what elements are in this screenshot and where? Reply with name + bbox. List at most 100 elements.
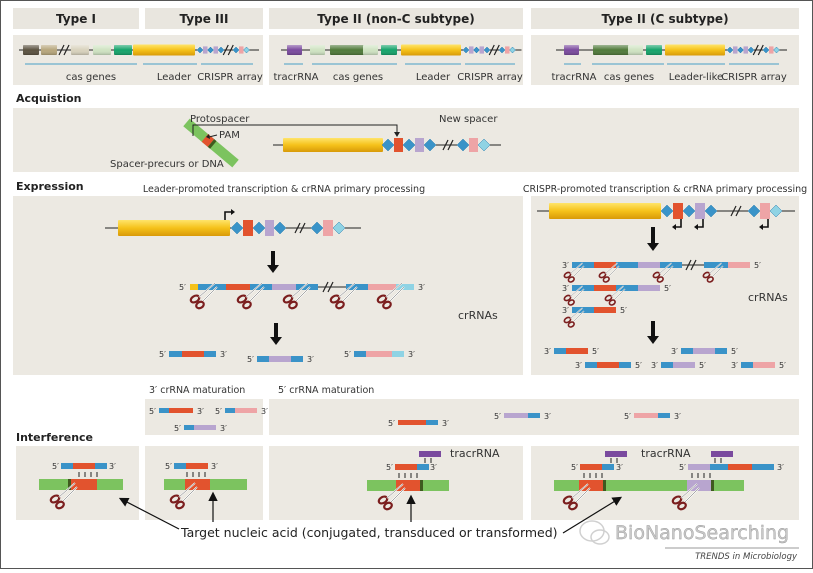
repeat-diamond bbox=[273, 221, 287, 235]
target-pointer-arrow bbox=[118, 497, 180, 530]
scissors-icon bbox=[329, 282, 358, 310]
crispr-array-type-i-spacer bbox=[203, 46, 208, 54]
pam-label: PAM bbox=[219, 130, 240, 141]
scissors-blade-edge bbox=[58, 482, 78, 502]
three-prime-label: 3′ bbox=[575, 361, 582, 370]
crispr-array-type-ii-c-break-2 bbox=[757, 44, 764, 56]
cas-gene-shade bbox=[593, 45, 629, 55]
scissors-blade-edge bbox=[680, 483, 700, 503]
scissors-blade-edge bbox=[338, 282, 358, 302]
scissors-handle bbox=[382, 300, 392, 310]
label-tracrrna-type-ii: tracrRNA bbox=[273, 72, 318, 83]
crrnas-label-right: crRNAs bbox=[748, 291, 788, 304]
tracrrna-gene-shade bbox=[287, 45, 302, 55]
five-prime-label: 5′ bbox=[159, 350, 166, 359]
protospacer-arrow-head bbox=[394, 132, 400, 137]
repeat-diamond bbox=[477, 138, 491, 152]
break-mark bbox=[730, 205, 737, 217]
spacer-block bbox=[673, 203, 683, 219]
pam-block bbox=[207, 139, 217, 149]
scissors-blade-edge bbox=[611, 285, 626, 300]
crrna-segment bbox=[572, 307, 594, 313]
crispr-promoter-icon-head bbox=[672, 224, 676, 230]
crrna-segment bbox=[235, 408, 257, 413]
pre-crrna-segment bbox=[250, 284, 272, 290]
repeat-diamond bbox=[423, 138, 437, 152]
scissors-blade-edge bbox=[178, 482, 198, 502]
five-prime-label: 5′ bbox=[247, 355, 254, 364]
crispr-array-type-i-break bbox=[222, 44, 229, 56]
locus-break-2 bbox=[63, 44, 70, 56]
three-prime-label: 3′ bbox=[442, 419, 449, 428]
section-acquisition-title: Acquistion bbox=[16, 92, 81, 105]
new-spacer-block bbox=[394, 138, 403, 152]
crrna-segment bbox=[554, 348, 566, 354]
header-type-iii bbox=[145, 8, 263, 29]
scissors-blade-edge bbox=[659, 262, 674, 277]
crrna-segment bbox=[638, 262, 660, 268]
scissors-blade-edge bbox=[570, 307, 585, 322]
crrna-segment bbox=[169, 408, 193, 413]
scissors-icon bbox=[562, 483, 591, 511]
five-prime-label: 5′ bbox=[620, 306, 627, 315]
crrna-segment bbox=[354, 351, 366, 357]
tracrrna-bar bbox=[419, 451, 441, 457]
protospacer-to-spacer-arrow bbox=[192, 124, 398, 136]
processing-arrow bbox=[651, 227, 655, 244]
leader-type-i bbox=[133, 44, 195, 56]
crrna-segment bbox=[182, 351, 204, 357]
crrna-segment bbox=[634, 413, 658, 418]
maturation-arrow-head bbox=[647, 336, 659, 344]
watermark-logo-icon bbox=[579, 520, 610, 545]
leader-block bbox=[549, 203, 661, 219]
crrna-segment bbox=[616, 262, 638, 268]
pre-crrna-segment bbox=[198, 284, 226, 290]
scissors-icon bbox=[604, 285, 626, 306]
scissors-handle bbox=[656, 276, 664, 283]
expression-graphics: 5′3′5′3′5′3′5′3′3′5′3′5′3′5′3′5′3′5′3′5′… bbox=[105, 203, 795, 370]
three-prime-label: 3′ bbox=[731, 361, 738, 370]
header-type-ii-c-title: Type II (C subtype) bbox=[601, 12, 728, 26]
pam-pointer bbox=[208, 134, 218, 138]
label-leader-type-i: Leader bbox=[157, 72, 192, 83]
three-prime-label: 3′ bbox=[307, 355, 314, 364]
break-mark-2 bbox=[690, 259, 697, 271]
five-prime-label: 5′ bbox=[664, 284, 671, 293]
new-spacer-label: New spacer bbox=[439, 114, 498, 125]
crrna-segment bbox=[752, 464, 774, 470]
crrna-segment bbox=[204, 351, 216, 357]
target-segment bbox=[71, 479, 97, 490]
header-type-i-title: Type I bbox=[56, 12, 96, 26]
three-prime-label: 3′ bbox=[430, 463, 437, 472]
crrna-segment bbox=[566, 348, 588, 354]
crrna-segment bbox=[660, 262, 682, 268]
scissors-blade-edge bbox=[386, 483, 406, 503]
scissors-icon bbox=[236, 282, 265, 310]
label-cas-genes-type-ii: cas genes bbox=[333, 72, 383, 83]
crispr-array-type-ii-break-2 bbox=[493, 44, 500, 56]
label-cas-genes-type-i: cas genes bbox=[66, 72, 116, 83]
watermark-text: BioNanoSearching bbox=[615, 522, 789, 544]
leader-block bbox=[283, 138, 383, 152]
target-segment bbox=[420, 480, 423, 491]
pre-crrna-segment bbox=[272, 284, 296, 290]
section-expression-title: Expression bbox=[16, 180, 84, 193]
crrna-segment bbox=[269, 356, 291, 362]
locus-break bbox=[58, 44, 65, 56]
spacer-block bbox=[323, 220, 333, 236]
scissors-blade-edge bbox=[570, 285, 585, 300]
spacer-block bbox=[760, 203, 770, 219]
crrna-segment bbox=[194, 425, 216, 430]
crrna-segment bbox=[169, 351, 182, 357]
crrna-segment bbox=[728, 464, 752, 470]
scissors-handle bbox=[567, 321, 575, 328]
scissors-icon bbox=[189, 282, 218, 310]
scissors-handle bbox=[242, 300, 252, 310]
crrna-segment bbox=[504, 413, 528, 418]
three-prime-label: 3′ bbox=[418, 283, 425, 292]
maturation-3prime-title: 3′ crRNA maturation bbox=[149, 385, 245, 396]
crispr-promoter-icon-head bbox=[694, 224, 698, 230]
target-segment bbox=[687, 480, 711, 491]
crrna-segment bbox=[186, 463, 208, 469]
crrna-segment bbox=[398, 420, 426, 425]
